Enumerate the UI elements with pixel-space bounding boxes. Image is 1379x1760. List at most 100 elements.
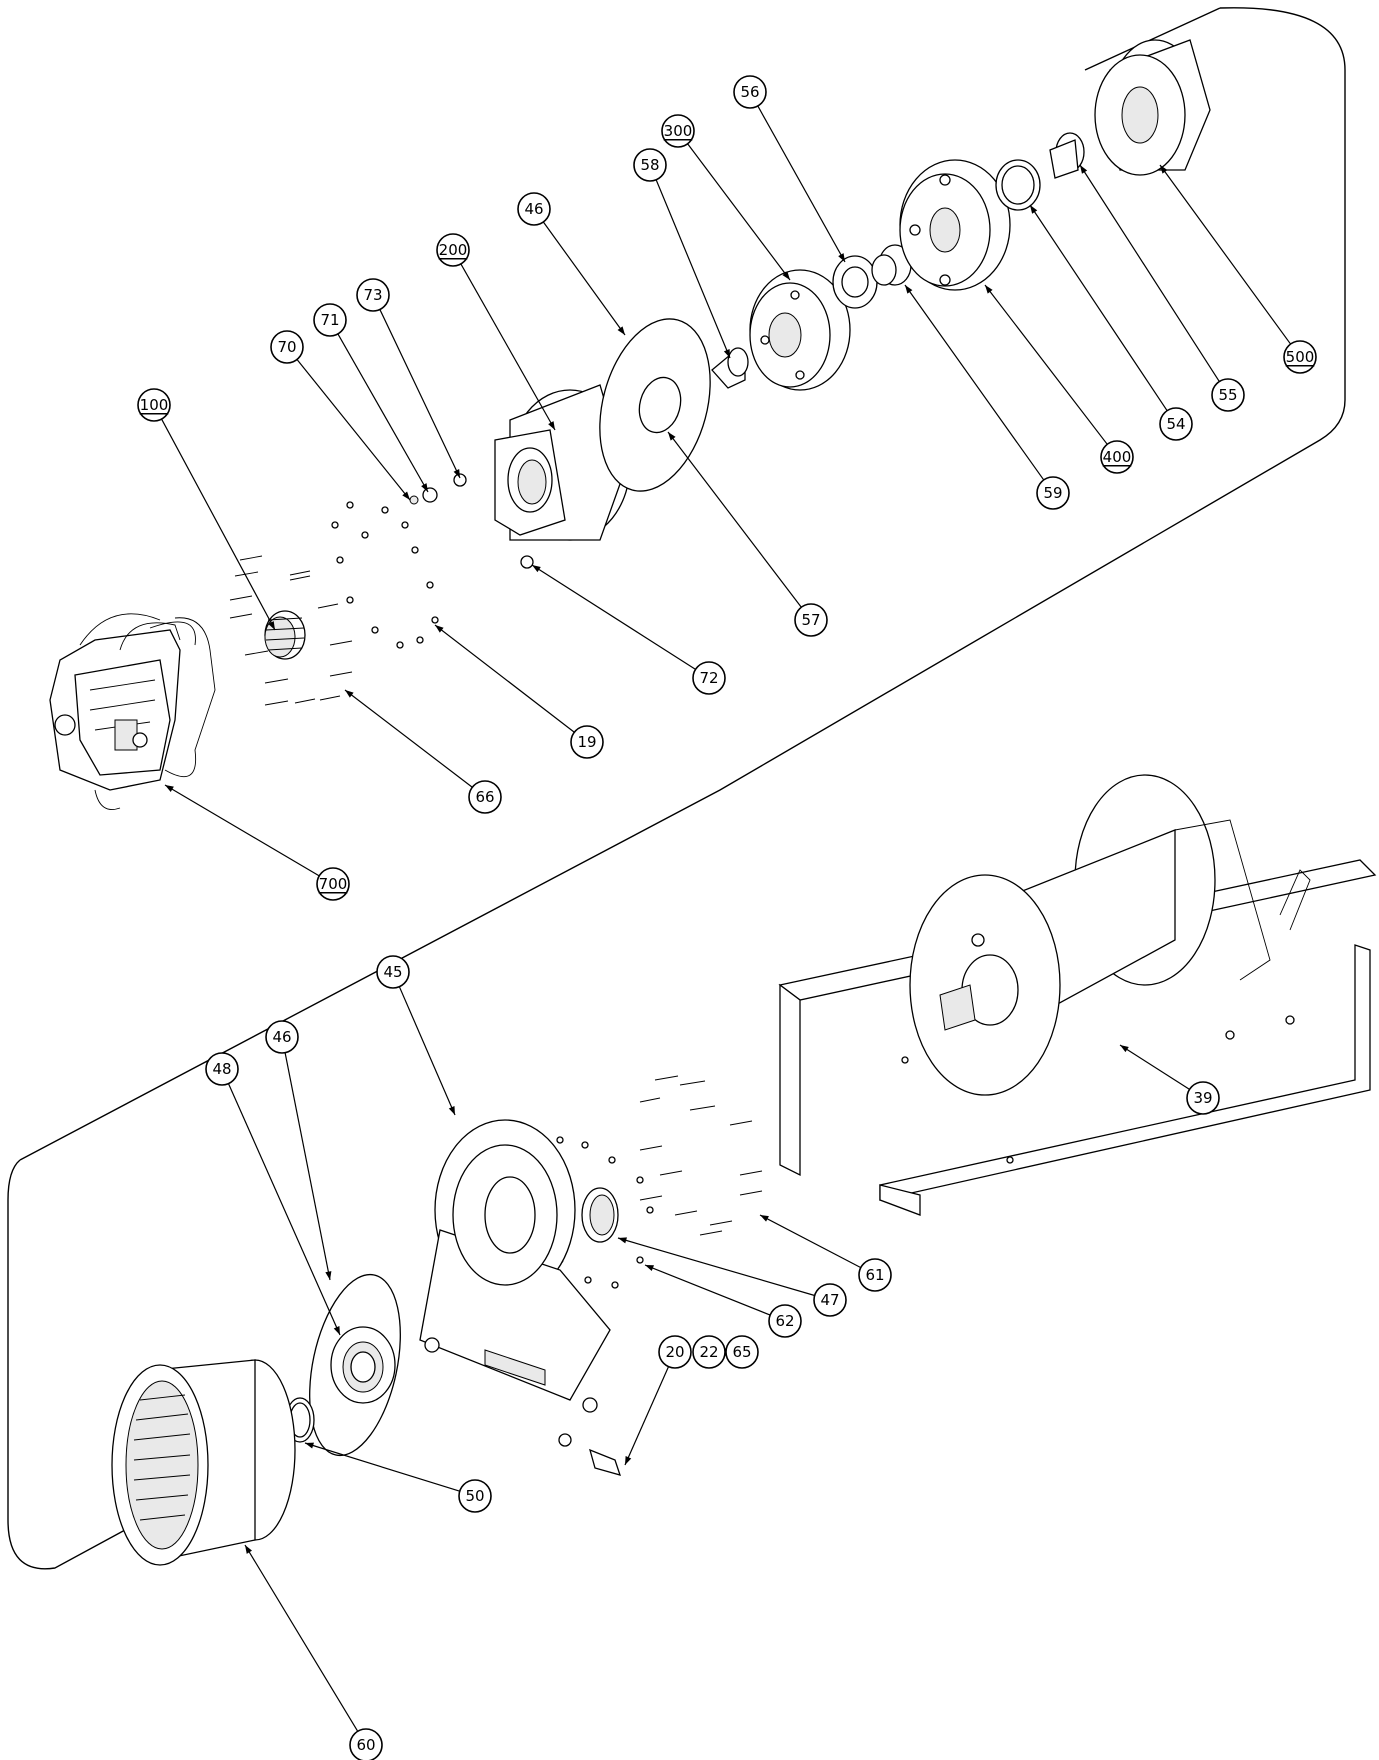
callout-57: 57 <box>794 603 828 637</box>
callout-circle-47 <box>813 1283 847 1317</box>
callout-circle-48 <box>205 1052 239 1086</box>
callout-circle-200 <box>436 233 470 267</box>
leader-line-39 <box>1119 1044 1190 1090</box>
callout-circle-46b <box>265 1020 299 1054</box>
callout-48: 48 <box>205 1052 239 1086</box>
callout-label-700: 700 <box>319 875 348 893</box>
callout-label-100: 100 <box>140 396 169 414</box>
seal-47-inner <box>589 1194 615 1236</box>
callout-label-72: 72 <box>699 669 718 687</box>
callout-70: 70 <box>270 330 304 364</box>
callout-19: 19 <box>570 725 604 759</box>
callout-circle-62 <box>768 1304 802 1338</box>
callout-label-56: 56 <box>740 83 759 101</box>
callout-46b: 46 <box>265 1020 299 1054</box>
leader-line-48 <box>227 1083 341 1336</box>
leader-line-700 <box>164 784 320 877</box>
callout-circle-54 <box>1159 407 1193 441</box>
seal-46-upper-drawing <box>599 318 711 492</box>
leader-line-46a <box>542 221 626 336</box>
callout-label-46a: 46 <box>524 200 543 218</box>
callout-label-300: 300 <box>664 122 693 140</box>
callout-circle-71 <box>313 303 347 337</box>
leader-line-500 <box>1159 164 1292 345</box>
leader-arrow-400 <box>985 285 993 294</box>
bearing-48-drawing <box>330 1326 396 1404</box>
washers-19-drawing <box>331 501 439 649</box>
callout-56: 56 <box>733 75 767 109</box>
leader-line-58 <box>655 179 731 359</box>
leader-arrow-45 <box>448 1106 455 1115</box>
leader-line-54 <box>1029 204 1168 412</box>
leader-line-62 <box>644 1264 771 1316</box>
leader-arrow-500 <box>1160 165 1168 174</box>
leader-arrow-48 <box>333 1326 340 1335</box>
leader-arrow-61 <box>760 1215 769 1222</box>
callout-layer: 1007071732004658300565005554400595772196… <box>137 75 1317 1760</box>
callout-400: 400 <box>1100 440 1134 474</box>
callout-72: 72 <box>692 661 726 695</box>
callout-circle-61 <box>858 1258 892 1292</box>
callout-55: 55 <box>1211 378 1245 412</box>
callout-label-20: 20 <box>665 1343 684 1361</box>
ring-54-inner <box>1001 165 1035 205</box>
callout-100: 100 <box>137 388 171 422</box>
leader-line-61 <box>759 1214 862 1269</box>
leader-line-19 <box>434 624 575 733</box>
callout-circle-19 <box>570 725 604 759</box>
leader-line-20 <box>624 1366 670 1466</box>
callout-label-58: 58 <box>640 156 659 174</box>
callout-label-65: 65 <box>732 1343 751 1361</box>
leader-arrow-39 <box>1120 1045 1129 1053</box>
callout-label-61: 61 <box>865 1266 884 1284</box>
callout-61: 61 <box>858 1258 892 1292</box>
ring-gear-60-drawing <box>111 1359 296 1566</box>
bolts-66-drawing <box>229 555 353 706</box>
leader-line-66 <box>344 689 473 788</box>
callout-circle-500 <box>1283 340 1317 374</box>
leader-line-56 <box>757 105 846 263</box>
winch-drum-drawing <box>909 774 1311 1096</box>
housing-45-drawing <box>419 1119 611 1447</box>
housing-200-drawing <box>494 384 631 569</box>
callout-label-55: 55 <box>1218 386 1237 404</box>
callout-circle-66 <box>468 780 502 814</box>
leader-lines <box>161 105 1292 1732</box>
callout-20: 20 <box>658 1335 692 1369</box>
callout-500: 500 <box>1283 340 1317 374</box>
callout-label-70: 70 <box>277 338 296 356</box>
callout-label-47: 47 <box>820 1291 839 1309</box>
callout-circle-700 <box>316 867 350 901</box>
callout-circle-20 <box>658 1335 692 1369</box>
callout-label-50: 50 <box>465 1487 484 1505</box>
motor-700-drawing <box>49 613 216 810</box>
leader-line-57 <box>667 431 802 608</box>
leader-arrow-46b <box>325 1271 332 1280</box>
callout-label-19: 19 <box>577 733 596 751</box>
leader-line-73 <box>379 309 461 479</box>
leader-arrow-46a <box>617 326 625 335</box>
callout-circle-46a <box>517 192 551 226</box>
callout-circle-70 <box>270 330 304 364</box>
callout-65: 65 <box>725 1335 759 1369</box>
sun-gear-59-drawing <box>871 244 912 286</box>
callout-71: 71 <box>313 303 347 337</box>
callout-circle-56 <box>733 75 767 109</box>
callout-46a: 46 <box>517 192 551 226</box>
leader-arrow-62 <box>645 1265 654 1272</box>
leader-line-400 <box>984 284 1108 445</box>
leader-line-50 <box>304 1442 460 1492</box>
leader-line-71 <box>337 333 429 493</box>
callout-circle-57 <box>794 603 828 637</box>
leader-arrow-200 <box>548 421 555 430</box>
bolt-20-drawing <box>589 1448 622 1476</box>
carrier-500-drawing <box>1094 39 1211 176</box>
washer-56-inner <box>841 266 869 298</box>
leader-arrow-66 <box>345 690 354 698</box>
callout-66: 66 <box>468 780 502 814</box>
leader-line-100 <box>161 418 276 631</box>
leader-line-200 <box>460 263 556 431</box>
leader-arrow-60 <box>245 1545 253 1554</box>
callout-200: 200 <box>436 233 470 267</box>
